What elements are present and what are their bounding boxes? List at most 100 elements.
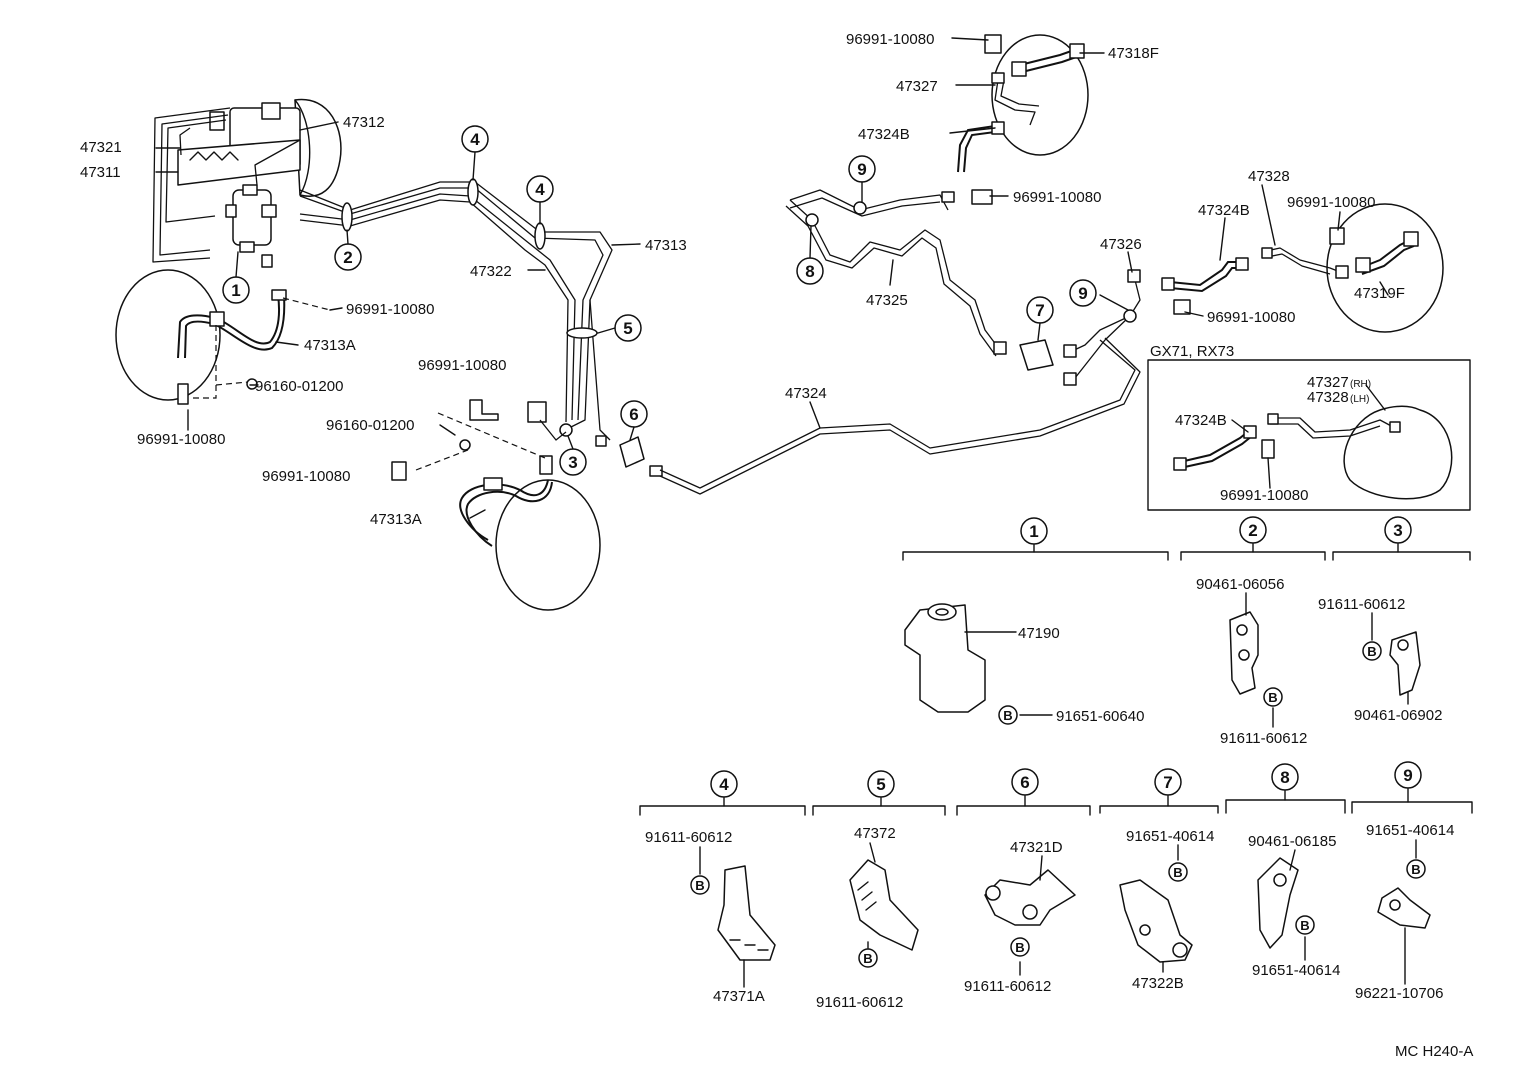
- pipe-bundle-left: [152, 107, 613, 441]
- bolt-marker: B: [858, 948, 878, 968]
- label-96991-c: 96991-10080: [418, 357, 506, 374]
- svg-text:B: B: [695, 878, 704, 893]
- bolt-marker: B: [1406, 859, 1426, 879]
- label-detail-6-a: 47321D: [1010, 839, 1063, 856]
- callout-4a: 4: [461, 125, 489, 153]
- svg-text:6: 6: [629, 405, 638, 424]
- label-variant: GX71, RX73: [1150, 343, 1234, 360]
- svg-text:9: 9: [857, 160, 866, 179]
- svg-text:1: 1: [231, 281, 240, 300]
- label-47311: 47311: [80, 164, 121, 181]
- detail-callout-9: 9: [1394, 761, 1422, 789]
- detail-callout-7: 7: [1154, 768, 1182, 796]
- label-detail-9-a: 91651-40614: [1366, 822, 1454, 839]
- detail-callout-1: 1: [1020, 517, 1048, 545]
- bolt-markers: B B B B B B B B B: [690, 641, 1426, 968]
- label-detail-3-b: 90461-06902: [1354, 707, 1442, 724]
- label-detail-2-a: 90461-06056: [1196, 576, 1284, 593]
- part-labels: 47321 47311 47312 96991-10080 47313A 961…: [80, 31, 1473, 1060]
- detail-callout-5: 5: [867, 770, 895, 798]
- svg-text:3: 3: [1393, 521, 1402, 540]
- variant-box: [1147, 359, 1471, 511]
- label-96160-b: 96160-01200: [326, 417, 414, 434]
- label-47327-rh: 47327: [1307, 374, 1349, 391]
- label-47313A-b: 47313A: [370, 511, 422, 528]
- label-detail-7-b: 47322B: [1132, 975, 1184, 992]
- label-detail-5-b: 91611-60612: [816, 994, 903, 1011]
- label-47319F: 47319F: [1354, 285, 1405, 302]
- svg-text:8: 8: [805, 262, 814, 281]
- bolt-marker: B: [1010, 937, 1030, 957]
- detail-brackets: [639, 543, 1473, 816]
- label-96991-a: 96991-10080: [346, 301, 434, 318]
- svg-text:B: B: [1003, 708, 1012, 723]
- callout-7: 7: [1026, 296, 1054, 324]
- bolt-marker: B: [690, 875, 710, 895]
- label-47327: 47327: [896, 78, 938, 95]
- label-detail-4-b: 47371A: [713, 988, 765, 1005]
- label-96991-box: 96991-10080: [1220, 487, 1308, 504]
- svg-text:4: 4: [719, 775, 729, 794]
- label-detail-6-b: 91611-60612: [964, 978, 1051, 995]
- bolt-marker: B: [1263, 687, 1283, 707]
- svg-text:6: 6: [1020, 773, 1029, 792]
- detail-part-8: [1257, 857, 1299, 949]
- label-47312: 47312: [343, 114, 385, 131]
- callout-5: 5: [614, 314, 642, 342]
- bolt-marker: B: [1295, 915, 1315, 935]
- diagram-code: MC H240-A: [1395, 1043, 1473, 1060]
- label-47325: 47325: [866, 292, 908, 309]
- svg-text:B: B: [1300, 918, 1309, 933]
- label-detail-5-a: 47372: [854, 825, 896, 842]
- label-47313A-a: 47313A: [304, 337, 356, 354]
- label-96991-b: 96991-10080: [137, 431, 225, 448]
- svg-text:5: 5: [623, 319, 632, 338]
- svg-text:5: 5: [876, 775, 885, 794]
- label-96991-d: 96991-10080: [262, 468, 350, 485]
- detail-part-2: [1229, 611, 1259, 695]
- clamp-area-3-6: [527, 401, 663, 477]
- svg-text:2: 2: [343, 248, 352, 267]
- callout-6: 6: [620, 400, 648, 428]
- pipe-47325: [785, 189, 1007, 357]
- detail-callout-6: 6: [1011, 768, 1039, 796]
- label-detail-8-a: 90461-06185: [1248, 833, 1336, 850]
- svg-text:4: 4: [535, 180, 545, 199]
- svg-text:9: 9: [1403, 766, 1412, 785]
- svg-text:8: 8: [1280, 768, 1289, 787]
- svg-text:B: B: [1411, 862, 1420, 877]
- bolt-marker: B: [1168, 862, 1188, 882]
- callouts: 1 2 3 4 4 5 6 7 8 9 9 1 2 3 4 5 6 7 8 9: [222, 125, 1422, 798]
- detail-part-4: [717, 865, 776, 961]
- detail-part-6: [984, 869, 1076, 926]
- label-47324B-top: 47324B: [858, 126, 910, 143]
- label-47322: 47322: [470, 263, 512, 280]
- detail-callout-8: 8: [1271, 763, 1299, 791]
- svg-text:3: 3: [568, 453, 577, 472]
- label-lh: (LH): [1350, 394, 1369, 405]
- pipe-47324: [659, 337, 1141, 495]
- label-47328-lh: 47328: [1307, 389, 1349, 406]
- callout-1: 1: [222, 276, 250, 304]
- label-96991-top: 96991-10080: [846, 31, 934, 48]
- detail-callout-4: 4: [710, 770, 738, 798]
- callout-9a: 9: [848, 155, 876, 183]
- label-47326: 47326: [1100, 236, 1142, 253]
- detail-part-9: [1377, 887, 1431, 929]
- detail-part-5: [849, 859, 919, 951]
- label-detail-2-b: 91611-60612: [1220, 730, 1307, 747]
- svg-text:7: 7: [1035, 301, 1044, 320]
- pipe-47326: [1019, 269, 1141, 386]
- label-47321: 47321: [80, 139, 122, 156]
- label-47324: 47324: [785, 385, 827, 402]
- svg-text:B: B: [1367, 644, 1376, 659]
- rear-center-disc: [391, 399, 601, 611]
- svg-text:B: B: [863, 951, 872, 966]
- callout-2: 2: [334, 243, 362, 271]
- svg-text:9: 9: [1078, 284, 1087, 303]
- svg-text:7: 7: [1163, 773, 1172, 792]
- label-detail-7-a: 91651-40614: [1126, 828, 1214, 845]
- proportioning-valve: [225, 139, 301, 253]
- svg-text:1: 1: [1029, 522, 1038, 541]
